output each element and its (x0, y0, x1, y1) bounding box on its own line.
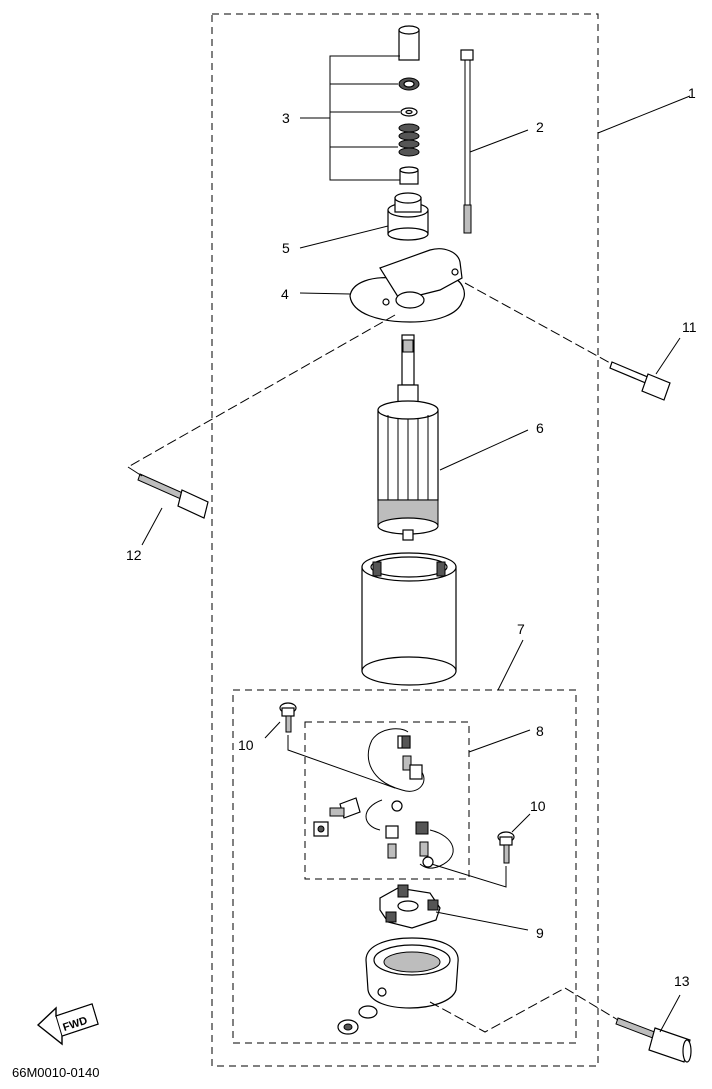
fwd-arrow-icon (36, 1003, 99, 1046)
callout-11: 11 (682, 319, 697, 335)
callout-9: 9 (536, 925, 544, 941)
callout-5: 5 (282, 240, 290, 256)
part-9-brush-plate (379, 884, 441, 929)
part-6-armature (377, 334, 439, 541)
callout-4: 4 (281, 286, 289, 302)
washer (358, 1005, 378, 1019)
part-3-bracket (329, 55, 400, 181)
subassembly-8-boundary (304, 721, 470, 880)
part-13-bolt (615, 1017, 692, 1063)
callout-3: 3 (282, 110, 290, 126)
part-10-screw-b (497, 831, 515, 864)
diagram-code: 66M0010-0140 (12, 1065, 99, 1080)
callout-13: 13 (674, 973, 690, 989)
part-5-pinion-gear (387, 192, 429, 241)
callout-6: 6 (536, 420, 544, 436)
callout-8: 8 (536, 723, 544, 739)
subassembly-7-boundary (232, 689, 577, 1044)
callout-10b: 10 (530, 798, 546, 814)
part-3-pinion-stack (398, 25, 420, 185)
assembly-boundary (211, 13, 599, 1067)
part-8-brush-holder (313, 728, 454, 869)
callout-7: 7 (517, 621, 525, 637)
end-cap (365, 937, 459, 1009)
callout-2: 2 (536, 119, 544, 135)
part-10-screw-a (279, 702, 297, 733)
part-12-bolt (137, 473, 209, 519)
callout-12: 12 (126, 547, 142, 563)
yoke-housing (361, 552, 457, 686)
part-4-upper-bracket (349, 248, 465, 323)
part-11-bolt (609, 361, 671, 401)
callout-1: 1 (688, 85, 696, 101)
part-2-through-bolt (460, 49, 474, 234)
part-3-spring (398, 123, 420, 157)
callout-10a: 10 (238, 737, 254, 753)
